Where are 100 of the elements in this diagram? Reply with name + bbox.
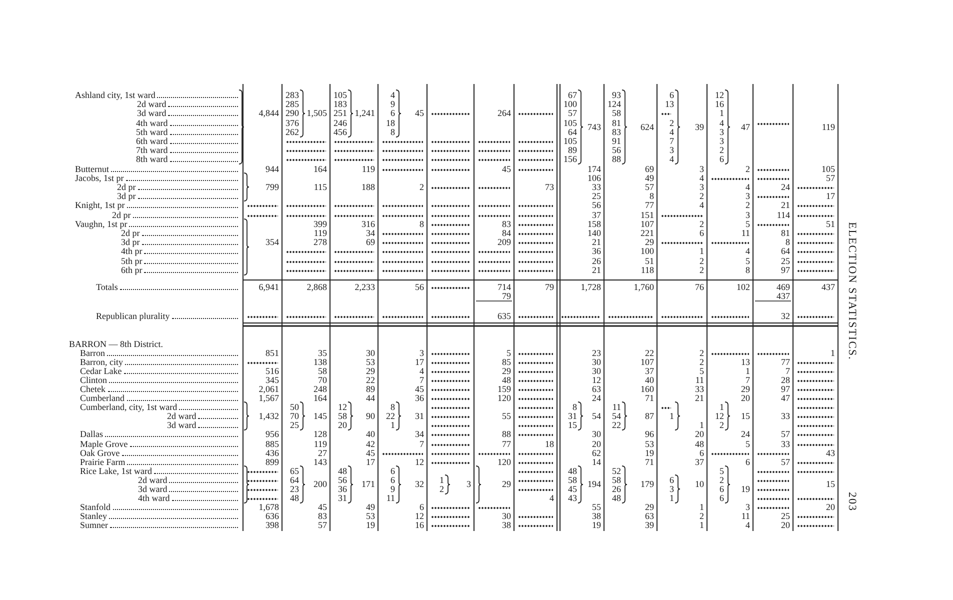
- vote-count: 2: [720, 145, 724, 155]
- vote-count: 38: [592, 511, 601, 521]
- vote-count: 25: [781, 256, 790, 266]
- vote-count: 1: [670, 411, 674, 421]
- vote-count: 20: [338, 420, 347, 430]
- vote-count: 8: [746, 265, 750, 275]
- district-name: 6th pr: [121, 265, 240, 275]
- vote-count: 9: [390, 484, 395, 494]
- vote-count: 956: [266, 429, 279, 439]
- vote-count: 5: [746, 219, 750, 229]
- vote-count: 743: [588, 122, 601, 132]
- vote-count: 1: [700, 246, 704, 256]
- vote-count: 107: [640, 357, 654, 367]
- vote-count: 24: [592, 393, 601, 403]
- vote-count: 49: [366, 502, 375, 512]
- vote-count: 43: [826, 448, 835, 458]
- vote-count: 160: [640, 384, 654, 394]
- vote-count: 8: [786, 237, 790, 247]
- vote-count: 164: [314, 393, 327, 403]
- vote-count: 57: [645, 182, 654, 192]
- vote-count: 24: [741, 429, 750, 439]
- vote-count: 2: [700, 219, 704, 229]
- vote-count: 516: [266, 366, 279, 376]
- vote-count: 76: [695, 282, 704, 292]
- vote-count: 22: [366, 375, 375, 385]
- vote-count: 36: [592, 246, 601, 256]
- vote-count: 36: [338, 484, 347, 494]
- vote-count: 6: [720, 154, 724, 164]
- vote-count: 6: [720, 493, 724, 503]
- vote-count: 56: [612, 145, 621, 155]
- vote-count: 246: [334, 118, 347, 128]
- vote-count: 8: [390, 402, 395, 412]
- vote-count: 39: [645, 520, 654, 530]
- vote-count: 81: [781, 228, 790, 238]
- vote-count: 3: [746, 502, 750, 512]
- vote-count: 57: [781, 457, 790, 467]
- vote-count: 19: [592, 520, 601, 530]
- vote-count: 6: [670, 90, 674, 100]
- district-name: 2d ward: [137, 99, 240, 109]
- vote-count: 11: [386, 493, 395, 503]
- vote-count: 885: [266, 439, 279, 449]
- district-name: 3d ward: [138, 484, 240, 494]
- vote-count: 48: [290, 493, 299, 503]
- vote-count: 89: [366, 384, 375, 394]
- vote-count: 3: [720, 136, 724, 146]
- vote-count: 15: [826, 479, 835, 489]
- vote-count: 8: [650, 191, 654, 201]
- vote-count: 6: [700, 228, 704, 238]
- vote-count: 3: [420, 348, 424, 358]
- vote-count: 48: [695, 439, 704, 449]
- vote-count: 30: [592, 366, 601, 376]
- vote-count: 55: [592, 502, 601, 512]
- vote-count: 200: [314, 479, 327, 489]
- vote-count: 18: [545, 439, 554, 449]
- vote-count: 12: [415, 457, 424, 467]
- district-name: Totals: [96, 282, 240, 292]
- vote-count: 64: [290, 475, 299, 485]
- vote-count: 51: [645, 256, 654, 266]
- vote-count: 63: [645, 511, 654, 521]
- vote-count: 37: [695, 457, 704, 467]
- vote-count: 1: [700, 502, 704, 512]
- district-name: Sumner: [80, 520, 240, 530]
- vote-count: 437: [776, 291, 790, 301]
- vote-count: 128: [314, 429, 327, 439]
- vote-count: 6: [700, 448, 704, 458]
- vote-count: 209: [498, 237, 511, 247]
- vote-count: 107: [640, 219, 654, 229]
- vote-count: 4: [746, 246, 750, 256]
- vote-count: 1: [746, 366, 750, 376]
- vote-count: 11: [741, 511, 750, 521]
- vote-count: 20: [592, 439, 601, 449]
- district-name: Stanfold: [80, 502, 240, 512]
- vote-count: 156: [564, 154, 577, 164]
- vote-count: 13: [665, 99, 674, 109]
- vote-count: 3: [670, 484, 674, 494]
- district-name: 2d ward: [167, 411, 240, 421]
- vote-count: 437: [822, 282, 835, 292]
- vote-count: 70: [290, 411, 299, 421]
- vote-count: 93: [612, 90, 621, 100]
- district-name: 7th ward: [136, 145, 240, 155]
- vote-count: 1,505: [306, 108, 327, 118]
- vote-count: 11: [695, 375, 704, 385]
- vote-count: 4: [700, 173, 704, 183]
- vote-count: 57: [781, 429, 790, 439]
- page-number: 203: [846, 492, 858, 512]
- vote-count: 30: [592, 429, 601, 439]
- district-name: Oak Grove: [80, 448, 240, 458]
- district-name: Cumberland: [80, 393, 240, 403]
- vote-count: 45: [502, 164, 511, 174]
- vote-count: 48: [612, 493, 621, 503]
- vote-count: 2: [720, 420, 724, 430]
- vote-count: 248: [314, 384, 327, 394]
- vote-count: 5: [746, 439, 750, 449]
- vote-count: 799: [266, 182, 279, 192]
- vote-count: 6: [390, 475, 395, 485]
- district-name: Ashland city, 1st ward: [75, 90, 240, 100]
- district-name: Jacobs, 1st pr: [75, 173, 240, 183]
- vote-count: 12: [715, 90, 724, 100]
- vote-count: 12: [415, 511, 424, 521]
- vote-count: 30: [592, 357, 601, 367]
